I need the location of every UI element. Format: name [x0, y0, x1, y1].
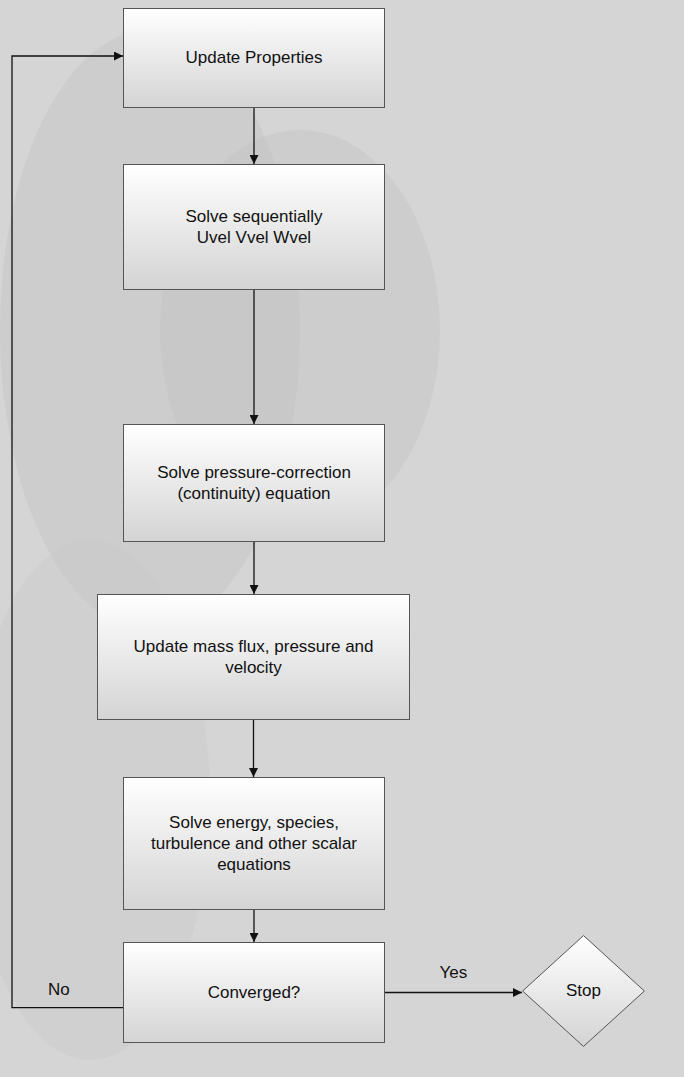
- flow-arrow: [385, 992, 522, 993]
- terminal-diamond: Stop: [522, 935, 645, 1047]
- node-label: Stop: [556, 980, 611, 1001]
- process-box: Update mass flux, pressure and velocity: [97, 594, 410, 720]
- process-box: Update Properties: [123, 8, 385, 108]
- process-box: Converged?: [123, 942, 385, 1043]
- node-label: Update Properties: [175, 47, 332, 68]
- flow-arrow: [253, 108, 254, 164]
- process-box: Solve sequentiallyUvel Vvel Wvel: [123, 164, 385, 290]
- node-label: Uvel Vvel Wvel: [187, 227, 321, 248]
- branch-label: Yes: [440, 963, 468, 983]
- node-label: Converged?: [198, 982, 311, 1003]
- flow-arrow: [12, 56, 123, 1008]
- flow-arrow: [253, 290, 254, 424]
- process-box: Solve pressure-correction (continuity) e…: [123, 424, 385, 542]
- flow-arrow: [253, 910, 254, 942]
- branch-label: No: [48, 980, 70, 1000]
- node-label: Solve sequentially: [175, 206, 332, 227]
- flow-arrow: [253, 542, 254, 594]
- node-label: Update mass flux, pressure and velocity: [98, 636, 409, 679]
- node-label: Solve pressure-correction (continuity) e…: [124, 462, 384, 505]
- process-box: Solve energy, species, turbulence and ot…: [123, 777, 385, 910]
- flow-arrow: [253, 720, 254, 777]
- node-label: Solve energy, species, turbulence and ot…: [124, 812, 384, 876]
